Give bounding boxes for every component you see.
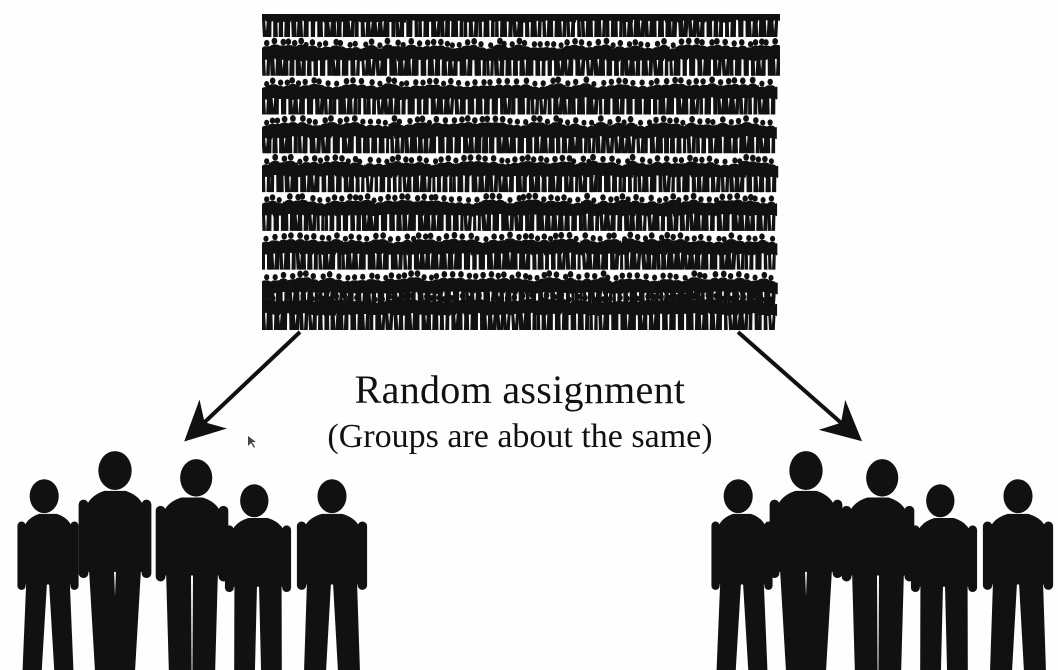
group-b-people-icon: [711, 451, 1054, 670]
mouse-cursor-icon: [248, 436, 256, 448]
caption-groups-same: (Groups are about the same): [327, 418, 713, 455]
group-a-people-icon: [17, 451, 368, 670]
caption-random-assignment: Random assignment: [354, 367, 686, 412]
population-crowd-icon: [262, 14, 780, 330]
